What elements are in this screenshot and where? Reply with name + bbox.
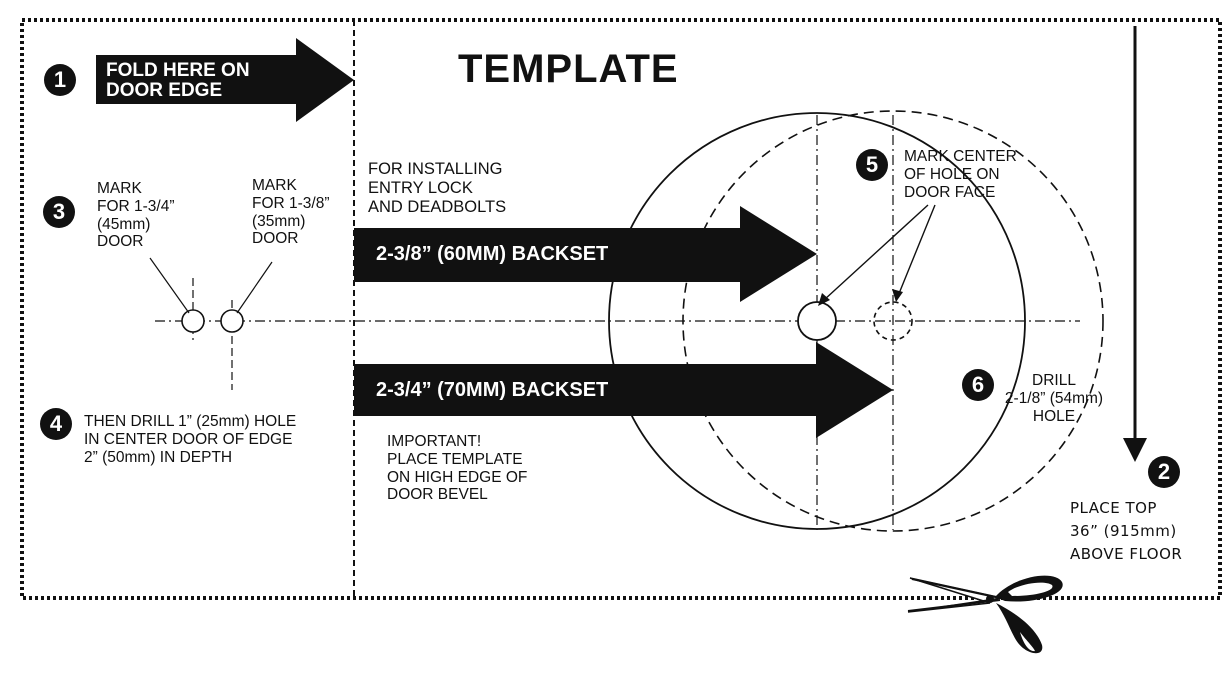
step-4-badge: 4 xyxy=(40,408,72,440)
leader-center-70 xyxy=(897,204,936,297)
scissors-icon xyxy=(907,575,1063,654)
place-top-label: PLACE TOP 36” (915mm) ABOVE FLOOR xyxy=(1070,499,1183,563)
mark-35-label: MARK FOR 1-3/8” (35mm) DOOR xyxy=(252,177,330,248)
fold-arrow xyxy=(96,38,354,122)
edge-hole-45 xyxy=(181,309,205,333)
bore-circle-70 xyxy=(682,110,1104,532)
step-1-badge: 1 xyxy=(44,64,76,96)
step-3-badge: 3 xyxy=(43,196,75,228)
drill-face-label: DRILL 2-1/8” (54mm) HOLE xyxy=(1004,372,1104,425)
step-6-badge: 6 xyxy=(962,369,994,401)
cut-border xyxy=(20,18,1222,600)
mark-45-label: MARK FOR 1-3/4” (45mm) DOOR xyxy=(97,180,175,251)
center-hole-60 xyxy=(797,301,837,341)
leader-35 xyxy=(236,261,273,314)
leader-45 xyxy=(149,257,190,314)
backset-arrow-60 xyxy=(354,206,817,302)
drill-edge-instructions: THEN DRILL 1” (25mm) HOLE IN CENTER DOOR… xyxy=(84,413,297,466)
for-installing-label: FOR INSTALLING ENTRY LOCK AND DEADBOLTS xyxy=(368,160,507,216)
height-arrowhead xyxy=(1123,438,1147,462)
step-2-badge: 2 xyxy=(1148,456,1180,488)
leader-center-60 xyxy=(823,204,929,301)
backset-70-label: 2-3/4” (70MM) BACKSET xyxy=(376,379,609,401)
edge-hole-35 xyxy=(220,309,244,333)
important-note: IMPORTANT! PLACE TEMPLATE ON HIGH EDGE O… xyxy=(387,433,528,504)
fold-label: FOLD HERE ON DOOR EDGE xyxy=(106,60,250,101)
center-hole-70 xyxy=(873,301,913,341)
backset-arrow-70 xyxy=(354,342,893,438)
mark-center-label: MARK CENTER OF HOLE ON DOOR FACE xyxy=(904,148,1017,201)
template-title: TEMPLATE xyxy=(458,47,679,91)
backset-60-label: 2-3/8” (60MM) BACKSET xyxy=(376,243,609,265)
step-5-badge: 5 xyxy=(856,149,888,181)
